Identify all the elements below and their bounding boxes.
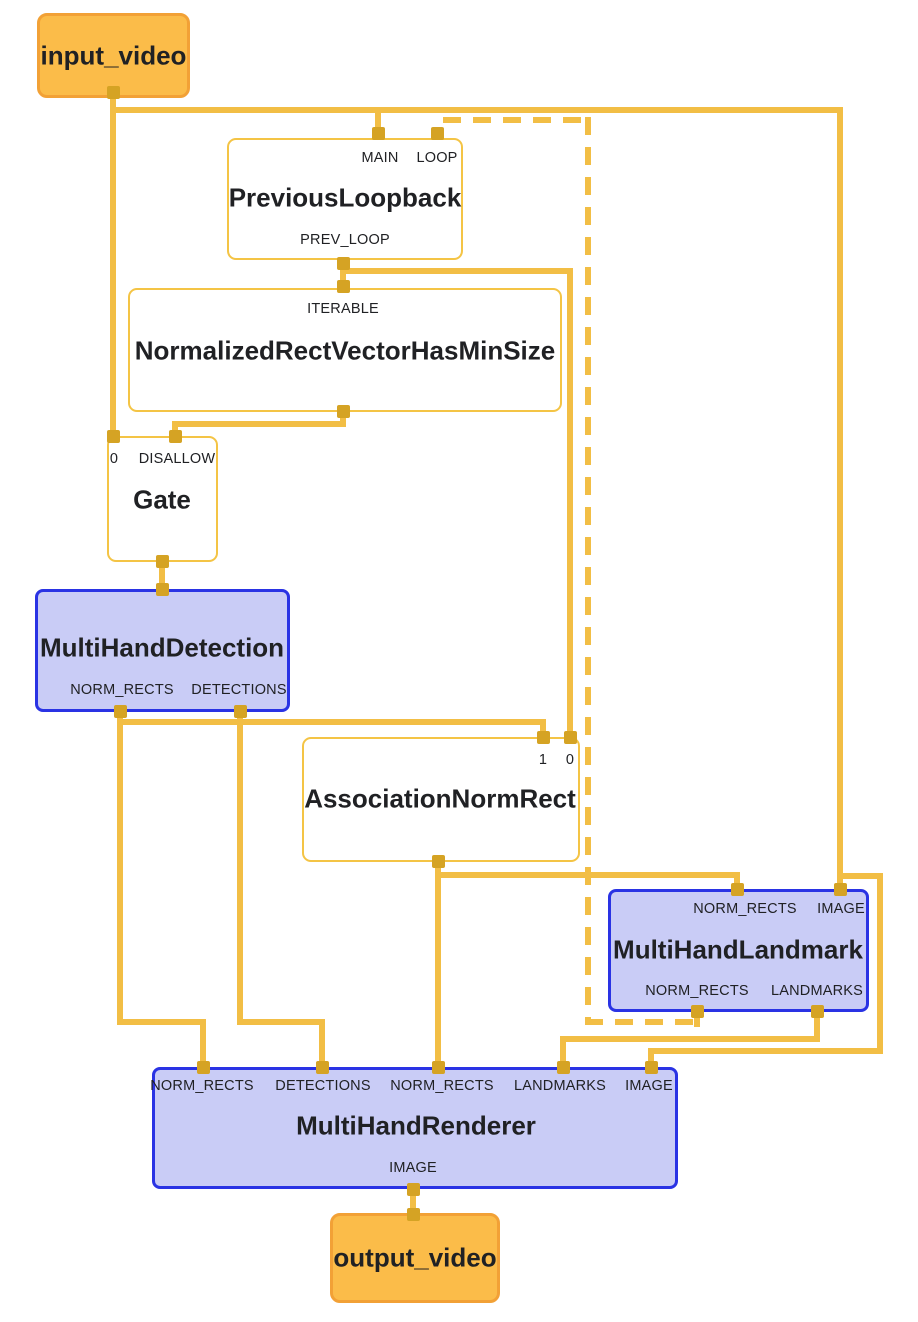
multi-hand-detection-title: MultiHandDetection xyxy=(39,632,285,663)
landmark-input-normrects: NORM_RECTS xyxy=(693,901,797,917)
edge-prevloop-iterable-v xyxy=(340,264,346,284)
gate-title: Gate xyxy=(133,484,191,515)
renderer-input-landmarks: LANDMARKS xyxy=(513,1078,607,1094)
port-previousloopback-main-in xyxy=(372,127,385,140)
node-output-video[interactable]: output_video xyxy=(330,1213,500,1303)
port-previousloopback-loop-in xyxy=(431,127,444,140)
edge-prevloop-assoc0-v xyxy=(567,268,573,732)
association-norm-rect-title: AssociationNormRect xyxy=(304,783,576,814)
edge-image-branch-h xyxy=(837,873,883,879)
port-landmark-normrects-out xyxy=(691,1005,704,1018)
edge-normrects-renderer-drop xyxy=(200,1019,206,1063)
node-input-video[interactable]: input_video xyxy=(37,13,190,98)
port-detection-detections-out xyxy=(234,705,247,718)
node-association-norm-rect[interactable] xyxy=(302,737,580,862)
edge-renderer-image-drop xyxy=(648,1048,654,1064)
edge-inputvideo-main-drop xyxy=(375,110,381,131)
landmark-input-image: IMAGE xyxy=(817,901,865,917)
edge-minsize-disallow-drop xyxy=(172,421,178,432)
gate-input-disallow: DISALLOW xyxy=(138,451,216,467)
renderer-output-image: IMAGE xyxy=(389,1160,437,1176)
port-outputvideo-in xyxy=(407,1208,420,1221)
node-multi-hand-detection[interactable] xyxy=(35,589,290,712)
edge-landmarks-out-v xyxy=(814,1012,820,1042)
landmark-output-normrects: NORM_RECTS xyxy=(645,983,749,999)
edge-detections-renderer-drop xyxy=(319,1019,325,1063)
multi-hand-renderer-title: MultiHandRenderer xyxy=(296,1110,536,1141)
port-gate-out xyxy=(156,555,169,568)
port-assoc-0-in xyxy=(564,731,577,744)
assoc-input-1: 1 xyxy=(538,752,548,768)
edge-inputvideo-top-h xyxy=(110,107,843,113)
port-landmark-landmarks-out xyxy=(811,1005,824,1018)
renderer-input-normrects-2: NORM_RECTS xyxy=(390,1078,494,1094)
port-detection-in xyxy=(156,583,169,596)
edge-detections-bottom-h xyxy=(237,1019,325,1025)
edge-loopback-dashed-bottom-h xyxy=(585,1019,697,1025)
edge-detections-long-v xyxy=(237,712,243,1025)
port-inputvideo-out xyxy=(107,86,120,99)
renderer-input-detections: DETECTIONS xyxy=(275,1078,371,1094)
previous-loopback-input-main: MAIN xyxy=(361,150,399,166)
previous-loopback-output-prevloop: PREV_LOOP xyxy=(300,232,390,248)
edge-landmarks-renderer-drop xyxy=(560,1036,566,1063)
gate-input-0: 0 xyxy=(109,451,119,467)
port-assoc-1-in xyxy=(537,731,550,744)
edge-landmarks-h xyxy=(560,1036,820,1042)
edge-assoc-renderer-v xyxy=(435,860,441,1063)
edge-minsize-disallow-h xyxy=(172,421,346,427)
edge-renderer-outputvideo-v xyxy=(410,1188,416,1214)
port-renderer-image-out xyxy=(407,1183,420,1196)
port-detection-normrects-out xyxy=(114,705,127,718)
edge-renderer-image-h xyxy=(648,1048,883,1054)
multi-hand-landmark-title: MultiHandLandmark xyxy=(613,934,863,965)
port-assoc-out xyxy=(432,855,445,868)
port-renderer-normrects1-in xyxy=(197,1061,210,1074)
node-previous-loopback[interactable] xyxy=(227,138,463,260)
port-minsize-out xyxy=(337,405,350,418)
port-landmark-image-in xyxy=(834,883,847,896)
port-renderer-normrects2-in xyxy=(432,1061,445,1074)
landmark-output-landmarks: LANDMARKS xyxy=(770,983,864,999)
previous-loopback-title: PreviousLoopback xyxy=(228,182,462,213)
assoc-input-0: 0 xyxy=(565,752,575,768)
edge-loopback-dashed-top-h xyxy=(443,117,591,123)
port-renderer-landmarks-in xyxy=(557,1061,570,1074)
minsize-title: NormalizedRectVectorHasMinSize xyxy=(134,335,556,366)
input-video-label: input_video xyxy=(40,40,187,70)
previous-loopback-input-loop: LOOP xyxy=(416,150,458,166)
node-normalized-rect-vector-has-min-size[interactable] xyxy=(128,288,562,412)
edge-loopback-dashed-v xyxy=(585,117,591,1025)
output-video-label: output_video xyxy=(333,1242,497,1273)
edge-image-branch-v xyxy=(877,873,883,1054)
port-renderer-image-in xyxy=(645,1061,658,1074)
port-previousloopback-prevloop-out xyxy=(337,257,350,270)
port-renderer-detections-in xyxy=(316,1061,329,1074)
node-multi-hand-renderer[interactable] xyxy=(152,1067,678,1189)
edge-inputvideo-gate-v xyxy=(110,97,116,431)
edge-landmark-normrects-stub xyxy=(694,1012,700,1027)
detection-output-detections: DETECTIONS xyxy=(191,682,287,698)
renderer-input-image: IMAGE xyxy=(625,1078,673,1094)
port-gate-disallow-in xyxy=(169,430,182,443)
edge-inputvideo-right-v xyxy=(837,107,843,886)
port-gate-0-in xyxy=(107,430,120,443)
port-landmark-normrects-in xyxy=(731,883,744,896)
port-minsize-iterable-in xyxy=(337,280,350,293)
edge-normrects-assoc1-drop xyxy=(540,719,546,732)
edge-prevloop-branch-h xyxy=(340,268,573,274)
renderer-input-normrects-1: NORM_RECTS xyxy=(150,1078,254,1094)
detection-output-normrects: NORM_RECTS xyxy=(70,682,174,698)
edge-normrects-long-v xyxy=(117,712,123,1025)
edge-normrects-bottom-h xyxy=(117,1019,206,1025)
edge-normrects-assoc1-h xyxy=(117,719,546,725)
edge-gate-detection-v xyxy=(159,560,165,588)
edge-assoc-landmark-drop xyxy=(734,872,740,886)
minsize-input-iterable: ITERABLE xyxy=(307,301,379,317)
